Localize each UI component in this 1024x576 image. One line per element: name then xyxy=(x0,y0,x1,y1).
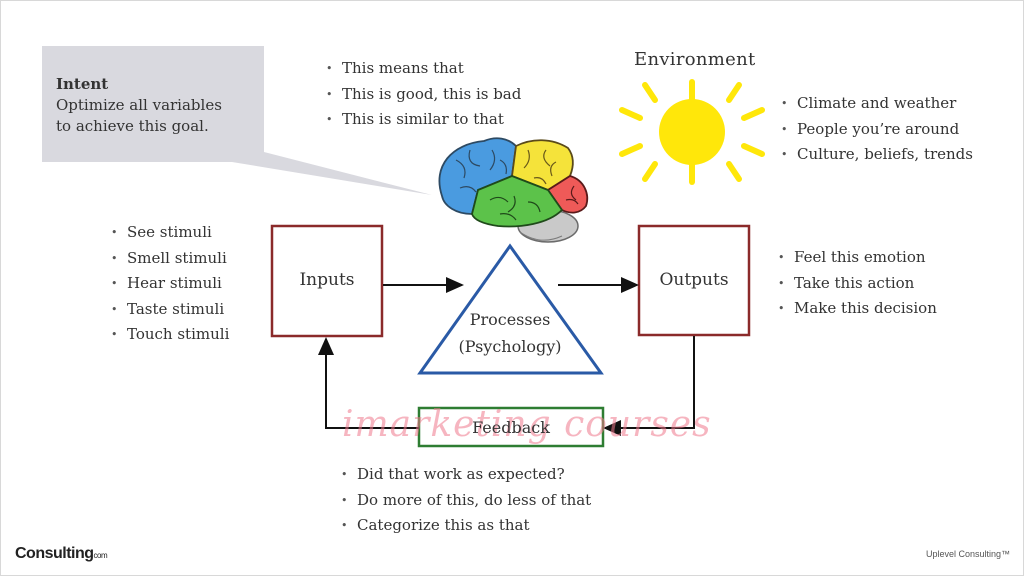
list-item: Culture, beliefs, trends xyxy=(781,145,973,165)
watermark-text: imarketing courses xyxy=(342,404,712,445)
intent-title: Intent xyxy=(56,75,109,93)
list-item: This means that xyxy=(326,59,521,79)
brain-icon xyxy=(438,137,589,243)
list-item: Smell stimuli xyxy=(111,249,229,269)
uplevel-branding: Uplevel Consulting™ xyxy=(925,549,1010,559)
arrow-feedback-to-inputs xyxy=(318,337,419,429)
inputs-label: Inputs xyxy=(299,270,355,290)
list-item: This is good, this is bad xyxy=(326,85,521,105)
intent-callout: Intent Optimize all variables to achieve… xyxy=(56,74,222,137)
intent-callout-bubble xyxy=(42,46,432,195)
logo-suffix-text: com xyxy=(93,551,108,560)
consulting-logo: Consultingcom xyxy=(15,545,108,563)
sun-icon xyxy=(619,79,765,185)
processes-sublabel: (Psychology) xyxy=(458,337,562,356)
environment-title: Environment xyxy=(634,49,756,70)
intent-line-1: Optimize all variables xyxy=(56,96,222,114)
list-item: Make this decision xyxy=(778,299,937,319)
list-item: This is similar to that xyxy=(326,110,521,130)
meaning-bullet-list: This means that This is good, this is ba… xyxy=(326,59,521,136)
processes-triangle xyxy=(417,243,604,375)
processes-label: Processes xyxy=(469,310,551,329)
list-item: Do more of this, do less of that xyxy=(341,491,591,511)
list-item: Feel this emotion xyxy=(778,248,937,268)
inputs-bullet-list: See stimuli Smell stimuli Hear stimuli T… xyxy=(111,223,229,351)
list-item: Take this action xyxy=(778,274,937,294)
environment-bullet-list: Climate and weather People you’re around… xyxy=(781,94,973,171)
feedback-label: Feedback xyxy=(472,418,550,437)
list-item: People you’re around xyxy=(781,120,973,140)
outputs-label: Outputs xyxy=(659,270,729,290)
feedback-bullet-list: Did that work as expected? Do more of th… xyxy=(341,465,591,542)
list-item: See stimuli xyxy=(111,223,229,243)
outputs-box xyxy=(637,224,751,337)
list-item: Climate and weather xyxy=(781,94,973,114)
logo-main-text: Consulting xyxy=(15,545,94,562)
arrow-outputs-to-feedback xyxy=(603,336,695,436)
list-item: Touch stimuli xyxy=(111,325,229,345)
list-item: Hear stimuli xyxy=(111,274,229,294)
inputs-box xyxy=(270,224,384,338)
list-item: Categorize this as that xyxy=(341,516,591,536)
list-item: Did that work as expected? xyxy=(341,465,591,485)
list-item: Taste stimuli xyxy=(111,300,229,320)
outputs-bullet-list: Feel this emotion Take this action Make … xyxy=(778,248,937,325)
intent-line-2: to achieve this goal. xyxy=(56,117,209,135)
